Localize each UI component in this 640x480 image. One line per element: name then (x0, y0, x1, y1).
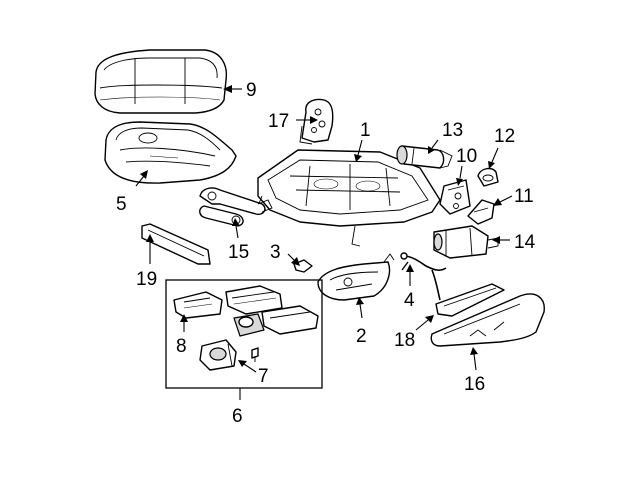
callout-labels: 1 2 3 4 5 6 7 8 9 10 11 12 13 14 15 16 1… (116, 80, 536, 427)
callout-13: 13 (442, 120, 463, 141)
callout-11: 11 (514, 186, 534, 207)
part-11-cover (467, 199, 495, 225)
part-12-knob (477, 167, 499, 187)
callout-19: 19 (136, 269, 157, 290)
part-18-rail (435, 283, 505, 317)
callout-12: 12 (494, 126, 515, 147)
callout-7: 7 (258, 366, 269, 387)
part-5-cushion-pad (104, 121, 237, 184)
part-6-track-assembly (225, 285, 319, 337)
callout-14: 14 (514, 232, 536, 253)
part-10-switch (439, 179, 471, 215)
part-17-bracket (299, 98, 334, 145)
part-9-seat-cushion (94, 49, 228, 114)
part-14-motor-assembly (433, 225, 499, 259)
part-16-side-trim (430, 293, 545, 347)
part-2-bracket (317, 253, 395, 301)
callout-6: 6 (232, 406, 243, 427)
part-13-motor (396, 145, 453, 169)
part-4-cable (400, 252, 447, 301)
callout-10: 10 (456, 146, 477, 167)
part-7-motor-gear (199, 339, 259, 371)
callout-18: 18 (394, 330, 415, 351)
leader-lines (135, 85, 513, 400)
callout-5: 5 (116, 194, 127, 215)
callout-1: 1 (360, 120, 371, 141)
callout-9: 9 (246, 80, 257, 101)
part-8-cover-panel (173, 291, 223, 319)
callout-3: 3 (270, 242, 281, 263)
callout-2: 2 (356, 326, 367, 347)
callout-16: 16 (464, 374, 485, 395)
part-1-seat-frame (257, 149, 441, 247)
callout-15: 15 (228, 242, 249, 263)
part-19-trim-strip (141, 223, 211, 265)
callout-8: 8 (176, 336, 187, 357)
callout-17: 17 (268, 111, 289, 132)
callout-4: 4 (404, 290, 415, 311)
part-6-group-box (165, 279, 323, 389)
